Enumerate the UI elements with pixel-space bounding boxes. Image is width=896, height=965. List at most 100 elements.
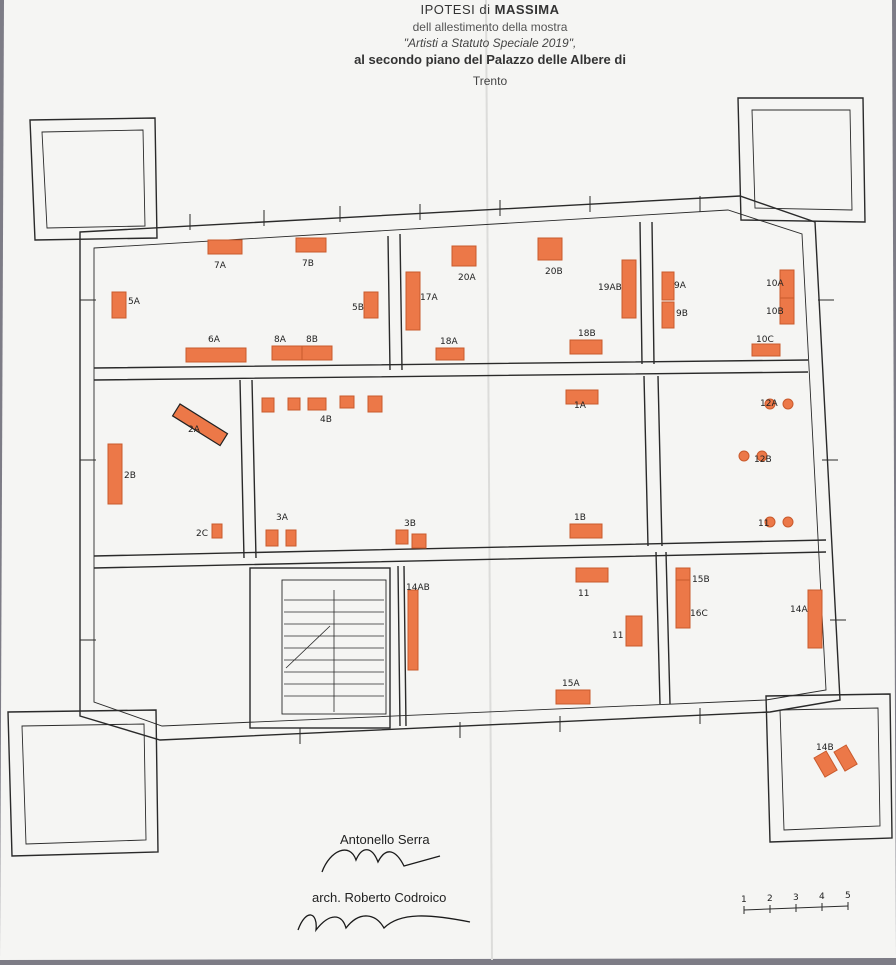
scale-tick-2: 2 xyxy=(767,894,773,904)
exhibit-marker xyxy=(363,291,379,319)
exhibit-marker xyxy=(107,443,123,505)
exhibit-label: 6A xyxy=(208,335,221,345)
exhibit-block xyxy=(339,395,355,409)
exhibit-label: 14B xyxy=(816,743,834,753)
exhibit-label: 2A xyxy=(188,425,201,435)
window-ticks xyxy=(80,196,846,744)
exhibit-label: 8B xyxy=(306,335,318,345)
scale-tick-3: 3 xyxy=(793,893,799,903)
exhibit-marker xyxy=(569,339,603,355)
scale-tick-4: 4 xyxy=(819,892,825,902)
exhibit-marker xyxy=(207,239,243,255)
exhibit-label: 12A xyxy=(760,399,778,409)
signature-name-1: Antonello Serra xyxy=(340,832,430,847)
exhibit-marker xyxy=(764,516,776,528)
exhibit-label: 19AB xyxy=(598,283,622,293)
exhibit-label: 5B xyxy=(352,303,364,313)
title-word-di: di xyxy=(479,2,491,17)
exhibit-marker xyxy=(782,516,794,528)
exhibit-marker xyxy=(675,579,691,629)
exhibit-markers xyxy=(107,237,858,778)
exhibit-label: 4B xyxy=(320,415,332,425)
exhibit-marker xyxy=(261,397,275,413)
scale-tick-1: 1 xyxy=(741,895,747,905)
exhibit-marker xyxy=(271,345,303,361)
exhibit-marker xyxy=(185,347,247,363)
paper-fold xyxy=(485,0,493,961)
tower-bottom-left xyxy=(7,709,159,857)
scale-tick-5: 5 xyxy=(845,891,851,901)
exhibit-marker xyxy=(569,523,603,539)
exhibit-marker xyxy=(779,297,795,325)
exhibit-marker xyxy=(764,398,776,410)
exhibit-block xyxy=(307,397,327,411)
exhibit-marker xyxy=(435,347,465,361)
exhibit-label: 7A xyxy=(214,261,227,271)
exhibit-marker xyxy=(782,398,794,410)
stair-block xyxy=(249,567,391,729)
exhibit-label: 2C xyxy=(196,529,208,539)
exhibit-marker xyxy=(661,301,675,329)
exhibit-marker xyxy=(111,291,127,319)
title-line-3: "Artisti a Statuto Speciale 2019", xyxy=(403,36,577,50)
exhibit-marker xyxy=(738,450,750,462)
exhibit-label: 11 xyxy=(612,631,623,641)
exhibit-label: 11 xyxy=(578,589,589,599)
exhibit-label: 14A xyxy=(790,605,808,615)
exhibit-label: 18A xyxy=(440,337,458,347)
exhibit-label: 20A xyxy=(458,273,476,283)
exhibit-marker xyxy=(171,403,229,447)
title-line-5: Trento xyxy=(472,74,508,88)
exhibit-marker xyxy=(661,271,675,301)
exhibit-label: 15B xyxy=(692,575,710,585)
exhibit-block xyxy=(367,395,383,413)
tower-top-right xyxy=(737,97,866,223)
exhibit-label: 14AB xyxy=(406,583,430,593)
exhibit-label: 8A xyxy=(274,335,287,345)
exhibit-marker xyxy=(756,450,768,462)
exhibit-marker xyxy=(395,529,409,545)
exhibit-label: 12B xyxy=(754,455,772,465)
exhibit-marker xyxy=(751,343,781,357)
scale-bar xyxy=(743,902,849,914)
exhibit-marker xyxy=(813,750,838,778)
exhibit-label: 7B xyxy=(302,259,314,269)
exhibit-label: 15A xyxy=(562,679,580,689)
exhibit-label: 3A xyxy=(276,513,289,523)
exhibit-marker xyxy=(565,389,599,405)
title-line-4: al secondo piano del Palazzo delle Alber… xyxy=(354,52,626,67)
exhibit-label: 10C xyxy=(756,335,774,345)
exhibit-marker xyxy=(807,589,823,649)
exhibit-label: 20B xyxy=(545,267,563,277)
title-line-1: IPOTESI di MASSIMA xyxy=(250,2,730,17)
tower-top-left xyxy=(29,117,158,241)
exhibit-label: 2B xyxy=(124,471,136,481)
stairs xyxy=(284,590,384,712)
exhibit-marker xyxy=(537,237,563,261)
exhibit-label: 3B xyxy=(404,519,416,529)
exhibit-marker xyxy=(295,237,327,253)
exhibit-label: 16C xyxy=(690,609,708,619)
exhibit-label: 1A xyxy=(574,401,587,411)
exhibit-label: 9A xyxy=(674,281,687,291)
exhibit-label: 11 xyxy=(758,519,769,529)
exhibit-label: 17A xyxy=(420,293,438,303)
signature-scribbles xyxy=(297,849,471,933)
exhibit-label: 18B xyxy=(578,329,596,339)
exhibit-marker xyxy=(621,259,637,319)
main-body xyxy=(79,195,841,741)
exhibit-block xyxy=(285,529,297,547)
building-outline xyxy=(7,97,893,857)
exhibit-label: 9B xyxy=(676,309,688,319)
exhibit-label: 5A xyxy=(128,297,141,307)
exhibit-marker xyxy=(301,345,333,361)
exhibit-block xyxy=(411,533,427,549)
exhibit-marker xyxy=(625,615,643,647)
title-word-ipotesi: IPOTESI xyxy=(420,2,476,17)
exhibit-label: 1B xyxy=(574,513,586,523)
tower-bottom-right xyxy=(765,693,893,843)
exhibit-marker xyxy=(575,567,609,583)
exhibit-block xyxy=(287,397,301,411)
